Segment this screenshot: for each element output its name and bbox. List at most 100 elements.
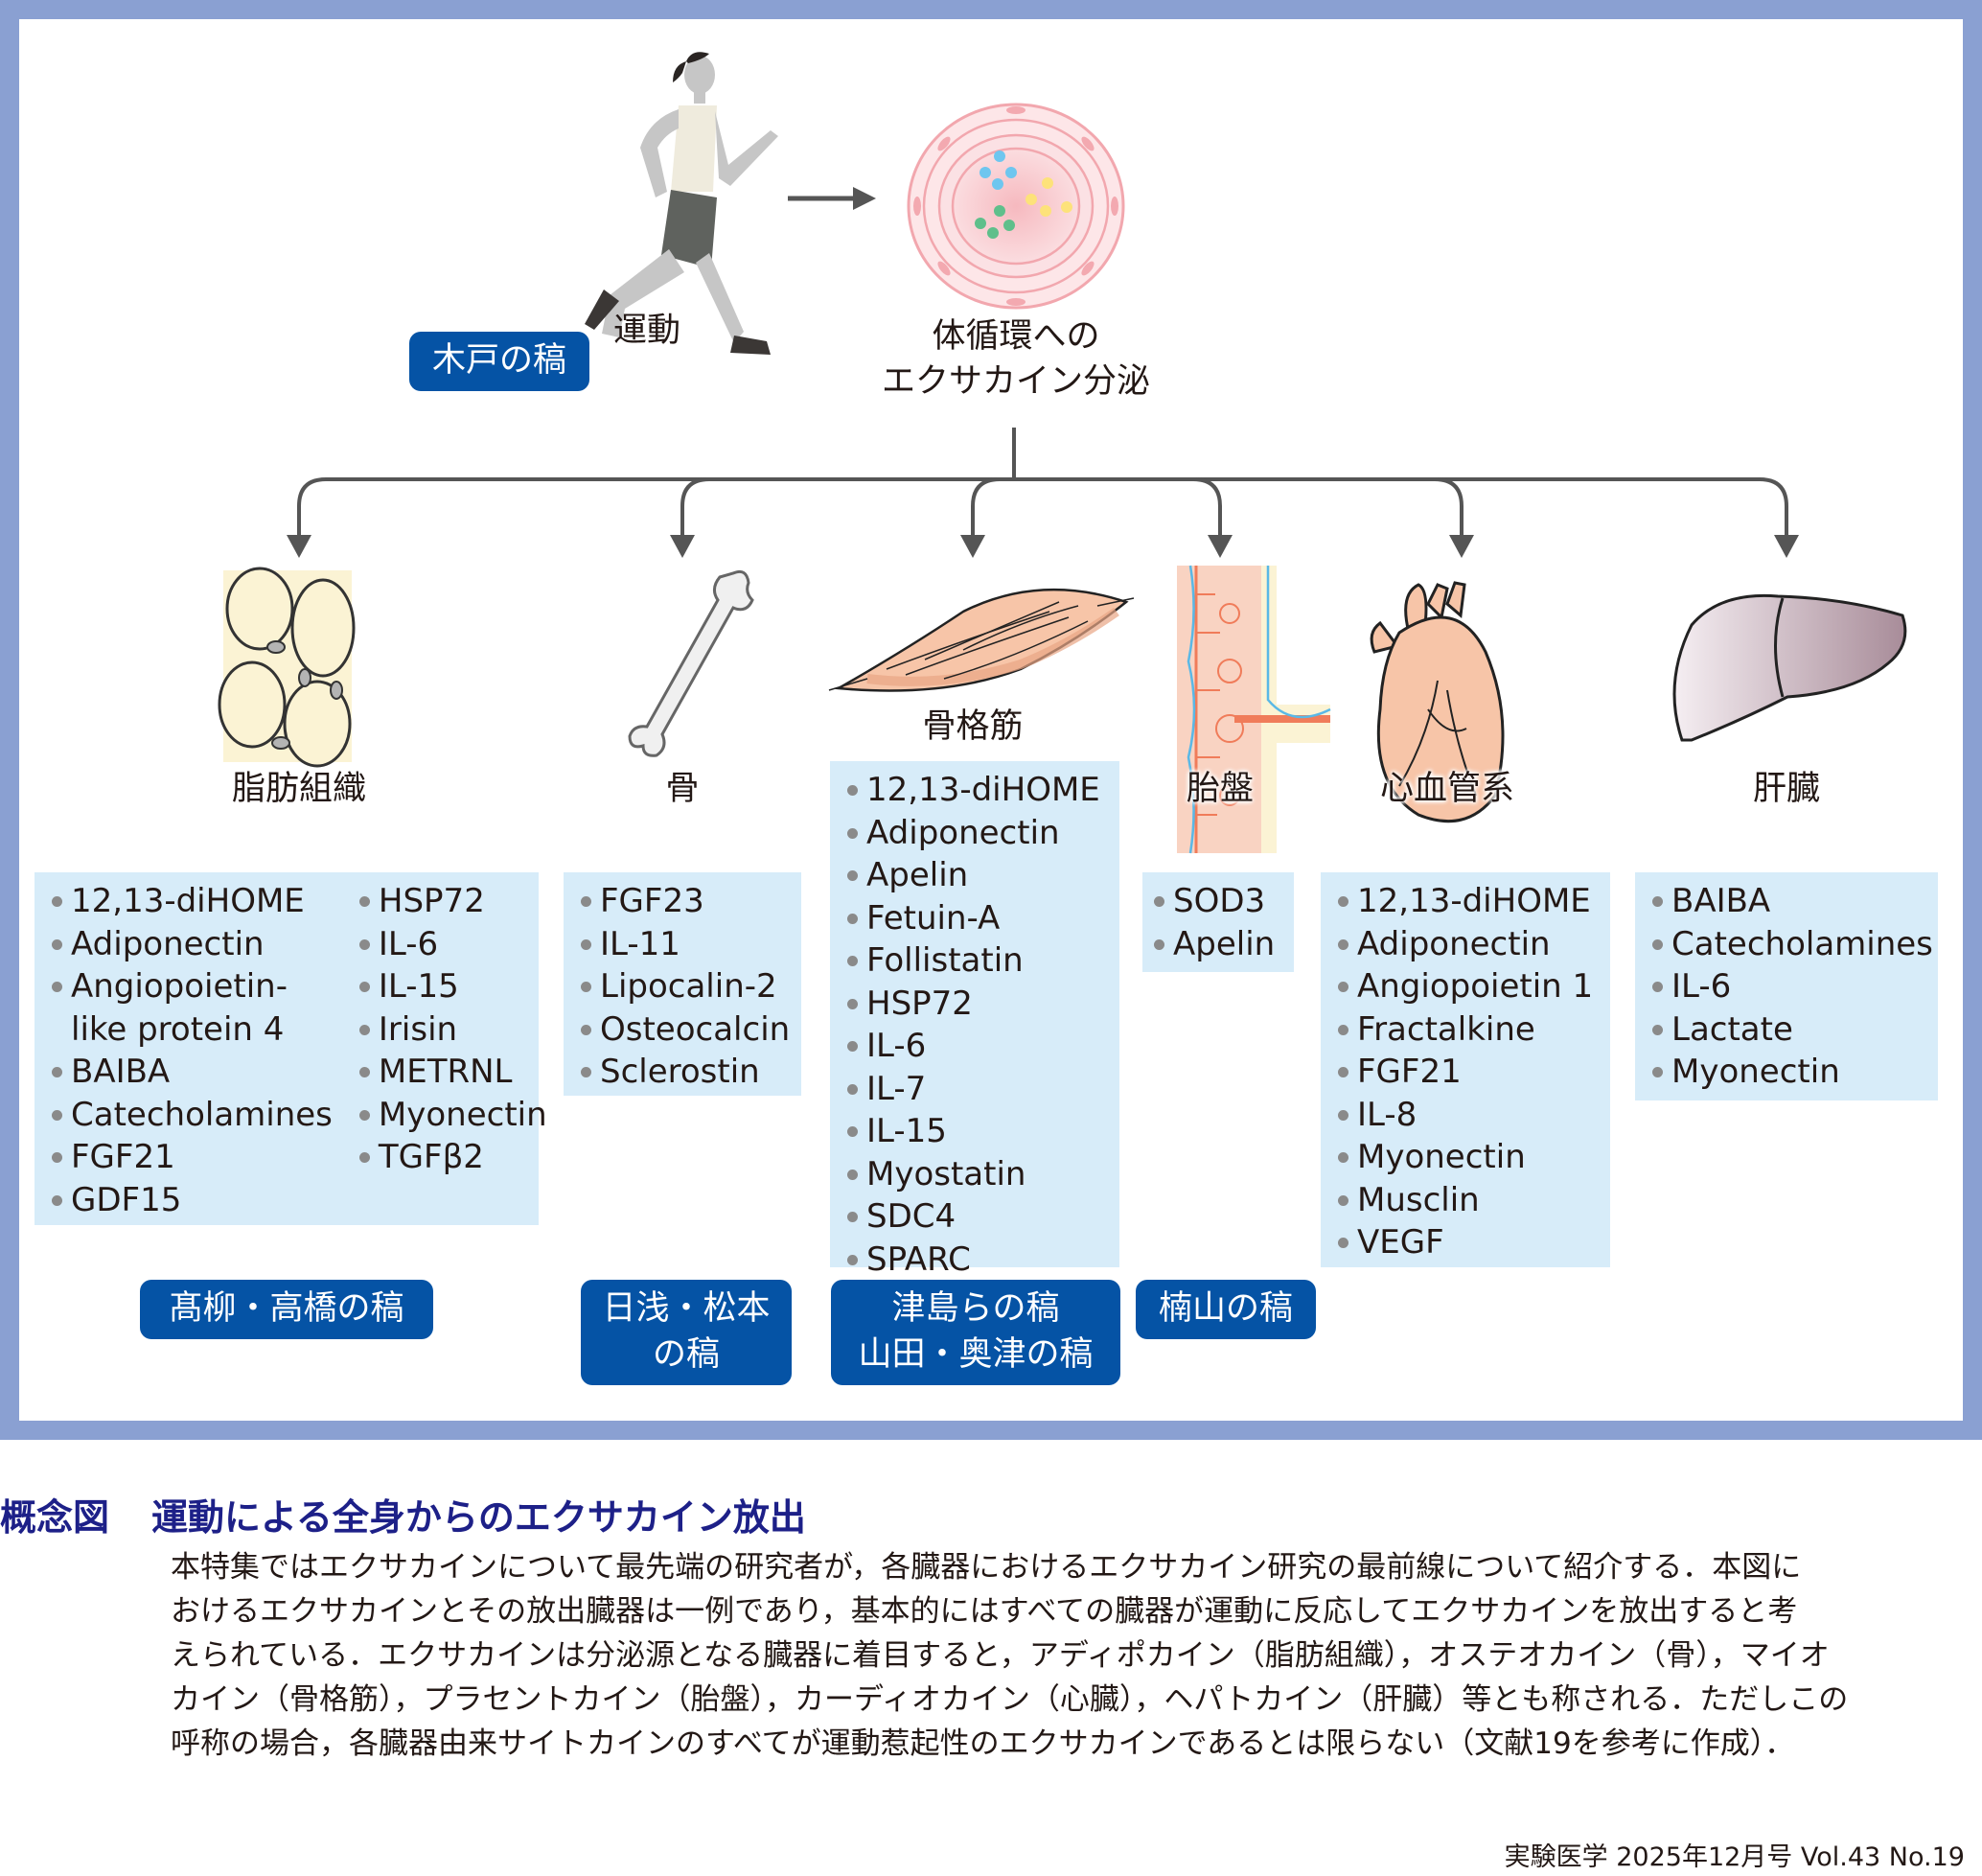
exerkine-item: Follistatin [847, 939, 1119, 983]
exerkine-item: Adiponectin [1338, 923, 1610, 966]
muscle-icon [828, 588, 1135, 692]
exerkine-item: Fetuin-A [847, 897, 1119, 940]
adipose-tissue-icon [218, 567, 356, 768]
exerkine-list-liver: BAIBA Catecholamines IL-6 Lactate Myonec… [1635, 872, 1938, 1100]
organ-label-adipose: 脂肪組織 [231, 770, 366, 808]
exerkine-column-2: HSP72 IL-6 IL-15 Irisin METRNL Myonectin… [358, 880, 547, 1221]
exerkine-item: Myonectin [358, 1094, 547, 1137]
exerkine-item: FGF21 [52, 1136, 333, 1179]
exerkine-item: 12,13-diHOME [1338, 880, 1610, 923]
exercise-label: 運動 [613, 312, 681, 350]
connector-muscle [971, 477, 1001, 507]
author-badge-muscle-line2: 山田・奥津の稿 [858, 1335, 1094, 1374]
exerkine-item: IL-15 [358, 965, 547, 1008]
secretion-label-line2: エクサカイン分泌 [881, 362, 1150, 402]
exerkine-item: SDC4 [847, 1195, 1119, 1239]
author-badge-muscle: 津島らの稿 山田・奥津の稿 [831, 1280, 1120, 1385]
exerkine-item: SOD3 [1154, 880, 1294, 923]
exerkine-item: Lactate [1652, 1008, 1938, 1052]
journal-footer: 実験医学 2025年12月号 Vol.43 No.19 [1504, 1842, 1965, 1872]
organ-label-liver: 肝臓 [1752, 770, 1820, 808]
heart-icon [1370, 581, 1505, 823]
exerkine-item: Fractalkine [1338, 1008, 1610, 1052]
exerkine-item: Myonectin [1652, 1051, 1938, 1094]
exerkine-item: IL-7 [847, 1068, 1119, 1111]
exerkine-item: HSP72 [847, 983, 1119, 1026]
author-badge-adipose: 髙柳・高橋の稿 [140, 1280, 433, 1339]
exerkine-item: IL-15 [847, 1110, 1119, 1153]
blood-vessel-icon [907, 103, 1125, 310]
connector-placenta [1192, 477, 1222, 507]
caption-line: 本特集ではエクサカインについて最先端の研究者が，各臓器におけるエクサカイン研究の… [171, 1550, 1802, 1585]
caption-title: 概念図運動による全身からのエクサカイン放出 [0, 1488, 848, 1540]
caption-line: カイン（骨格筋），プラセントカイン（胎盤），カーディオカイン（心臓），ヘパトカイ… [171, 1682, 1849, 1717]
exerkine-item: METRNL [358, 1051, 547, 1094]
exerkine-column-1: 12,13-diHOME Adiponectin Angiopoietin- l… [52, 880, 333, 1221]
exerkine-item: Irisin [358, 1008, 547, 1052]
arrowhead-heart [1449, 535, 1474, 558]
connector-bone [680, 477, 710, 507]
exerkine-item: IL-6 [1652, 965, 1938, 1008]
exerkine-item: 12,13-diHOME [52, 880, 333, 923]
exerkine-item: Osteocalcin [581, 1008, 801, 1052]
caption-label: 概念図 [0, 1496, 110, 1539]
secretion-label: 体循環への エクサカイン分泌 [863, 314, 1169, 405]
exerkine-item: Musclin [1338, 1179, 1610, 1222]
exerkine-item: Adiponectin [52, 923, 333, 966]
exerkine-item: IL-11 [581, 923, 801, 966]
organ-label-muscle: 骨格筋 [922, 707, 1024, 746]
author-badge-placenta: 楠山の稿 [1136, 1280, 1316, 1339]
runner-icon [585, 52, 778, 355]
exerkine-item: SPARC [847, 1239, 1119, 1282]
exerkine-item: Catecholamines [52, 1094, 333, 1137]
arrowhead-muscle [960, 535, 985, 558]
caption-heading: 運動による全身からのエクサカイン放出 [151, 1496, 806, 1539]
arrowhead-adipose [287, 535, 311, 558]
organ-label-bone: 骨 [665, 770, 700, 808]
exerkine-item-continued: like protein 4 [71, 1009, 285, 1049]
exerkine-item: Lipocalin-2 [581, 965, 801, 1008]
exerkine-item: IL-8 [1338, 1094, 1610, 1137]
bone-icon [628, 569, 754, 757]
exerkine-list-muscle: 12,13-diHOME Adiponectin Apelin Fetuin-A… [830, 761, 1119, 1279]
caption-body: 本特集ではエクサカインについて最先端の研究者が，各臓器におけるエクサカイン研究の… [171, 1545, 1972, 1766]
exerkine-item: Sclerostin [581, 1051, 801, 1094]
exerkine-item: FGF23 [581, 880, 801, 923]
exerkine-item: 12,13-diHOME [847, 769, 1119, 812]
exerkine-item: Apelin [847, 854, 1119, 897]
exerkine-list-bone: FGF23 IL-11 Lipocalin-2 Osteocalcin Scle… [564, 872, 801, 1096]
author-badge-muscle-line1: 津島らの稿 [891, 1289, 1060, 1328]
exerkine-item: Catecholamines [1652, 923, 1938, 966]
exerkine-item: BAIBA [52, 1051, 333, 1094]
exerkine-item: BAIBA [1652, 880, 1938, 923]
arrow-right-icon [788, 187, 876, 210]
caption-line: おけるエクサカインとその放出臓器は一例であり，基本的にはすべての臓器が運動に反応… [171, 1594, 1798, 1629]
connector-bar [297, 477, 1788, 507]
author-badge-kido: 木戸の稿 [409, 332, 589, 391]
arrowhead-placenta [1208, 535, 1233, 558]
author-badge-bone-line1: 日浅・松本 [602, 1289, 771, 1328]
organ-label-placenta: 胎盤 [1186, 770, 1254, 808]
organ-label-cardiovascular: 心血管系 [1379, 770, 1514, 808]
exerkine-item: IL-6 [847, 1025, 1119, 1068]
arrowhead-liver [1774, 535, 1799, 558]
branch-connectors [287, 428, 1799, 558]
caption-line: えられている．エクサカインは分泌源となる臓器に着目すると，アディポカイン（脂肪組… [171, 1638, 1830, 1673]
caption-line: 呼称の場合，各臓器由来サイトカインのすべてが運動惹起性のエクサカインであるとは限… [171, 1726, 1795, 1761]
exerkine-item: Apelin [1154, 923, 1294, 966]
exerkine-item: HSP72 [358, 880, 547, 923]
exerkine-item: IL-6 [358, 923, 547, 966]
exerkine-item: FGF21 [1338, 1051, 1610, 1094]
author-badge-bone-line2: の稿 [652, 1335, 720, 1374]
exerkine-item: Angiopoietin 1 [1338, 965, 1610, 1008]
exerkine-item: VEGF [1338, 1221, 1610, 1264]
exerkine-list-placenta: SOD3 Apelin [1142, 872, 1294, 972]
secretion-label-line1: 体循環への [932, 317, 1100, 356]
exerkine-item: Angiopoietin- [52, 965, 333, 1008]
exerkine-item: Myonectin [1338, 1136, 1610, 1179]
exerkine-item: Myostatin [847, 1153, 1119, 1196]
exerkine-list-cardiovascular: 12,13-diHOME Adiponectin Angiopoietin 1 … [1321, 872, 1610, 1267]
arrowhead-bone [670, 535, 695, 558]
exerkine-item: Adiponectin [847, 812, 1119, 855]
placenta-icon [1177, 565, 1331, 854]
